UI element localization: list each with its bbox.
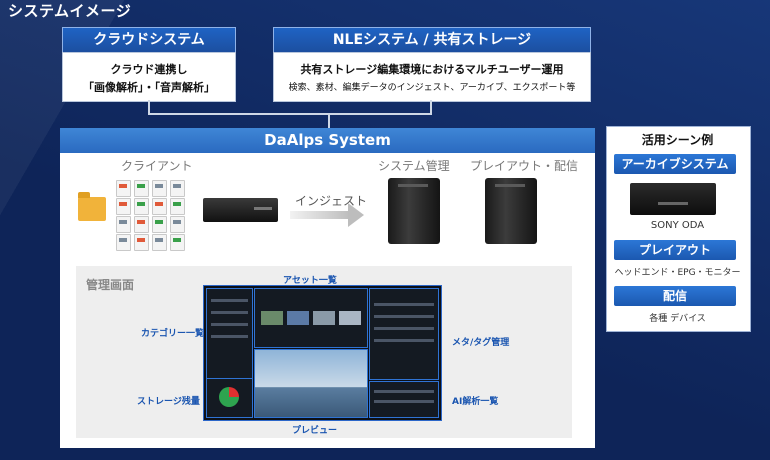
page-title: システムイメージ — [8, 0, 131, 21]
audio-icon — [170, 234, 185, 251]
document-icon — [116, 180, 131, 197]
meta-pane — [369, 288, 439, 380]
playout-caption: ヘッドエンド・EPG・モニター — [606, 265, 749, 278]
connector-cloud — [148, 100, 150, 114]
connector-nle — [430, 100, 432, 114]
client-label: クライアント — [121, 157, 193, 174]
image-icon — [134, 198, 149, 215]
video-icon — [116, 216, 131, 233]
preview-pane — [254, 349, 368, 418]
storage-pane — [206, 378, 253, 418]
video-icon — [134, 216, 149, 233]
audio-icon — [152, 234, 167, 251]
audio-icon — [116, 234, 131, 251]
connector-horizontal — [148, 113, 432, 115]
cloud-system-line1: クラウド連携し — [63, 61, 235, 77]
server-icon — [485, 178, 537, 244]
use-case-header: 活用シーン例 — [606, 131, 749, 148]
callout-asset-list: アセット一覧 — [283, 273, 337, 286]
asset-pane — [254, 288, 368, 348]
ingest-arrow — [290, 211, 350, 219]
management-screenshot — [203, 285, 442, 421]
archive-system-button: アーカイブシステム — [614, 154, 736, 174]
nle-system-line1: 共有ストレージ編集環境におけるマルチユーザー運用 — [274, 61, 590, 77]
image-icon — [170, 198, 185, 215]
playout-button: プレイアウト — [614, 240, 736, 260]
video-icon — [152, 216, 167, 233]
audio-icon — [134, 234, 149, 251]
callout-ai-analysis: AI解析一覧 — [452, 394, 498, 407]
arrow-head-icon — [348, 203, 364, 227]
video-icon — [170, 216, 185, 233]
connector-down — [328, 113, 330, 128]
folder-icon — [78, 197, 106, 221]
archive-caption: SONY ODA — [606, 220, 749, 231]
distribution-button: 配信 — [614, 286, 736, 306]
server-icon — [388, 178, 440, 244]
image-icon — [116, 198, 131, 215]
callout-category-list: カテゴリー一覧 — [141, 326, 204, 339]
document-icon — [134, 180, 149, 197]
playout-label: プレイアウト・配信 — [470, 157, 578, 174]
management-label: 管理画面 — [86, 276, 134, 293]
distribution-caption: 各種 デバイス — [606, 311, 749, 324]
daalps-header: DaAlps System — [60, 128, 595, 153]
oda-device-icon — [630, 183, 716, 215]
document-icon — [170, 180, 185, 197]
pc-icon — [203, 198, 278, 222]
cloud-system-card: クラウド連携し 「画像解析」・「音声解析」 — [62, 52, 236, 102]
nle-system-line2: 検索、素材、編集データのインジェスト、アーカイブ、エクスポート等 — [274, 80, 590, 93]
ai-pane — [369, 381, 439, 418]
system-mgmt-label: システム管理 — [378, 157, 450, 174]
nle-system-card: 共有ストレージ編集環境におけるマルチユーザー運用 検索、素材、編集データのインジ… — [273, 52, 591, 102]
cloud-system-line2: 「画像解析」・「音声解析」 — [63, 79, 235, 95]
document-icon — [152, 180, 167, 197]
callout-meta-tag: メタ/タグ管理 — [452, 335, 509, 348]
image-icon — [152, 198, 167, 215]
callout-storage-status: ストレージ残量 — [137, 394, 200, 407]
cloud-system-header: クラウドシステム — [62, 27, 236, 53]
nle-system-header: NLEシステム / 共有ストレージ — [273, 27, 591, 53]
callout-preview: プレビュー — [292, 423, 337, 436]
